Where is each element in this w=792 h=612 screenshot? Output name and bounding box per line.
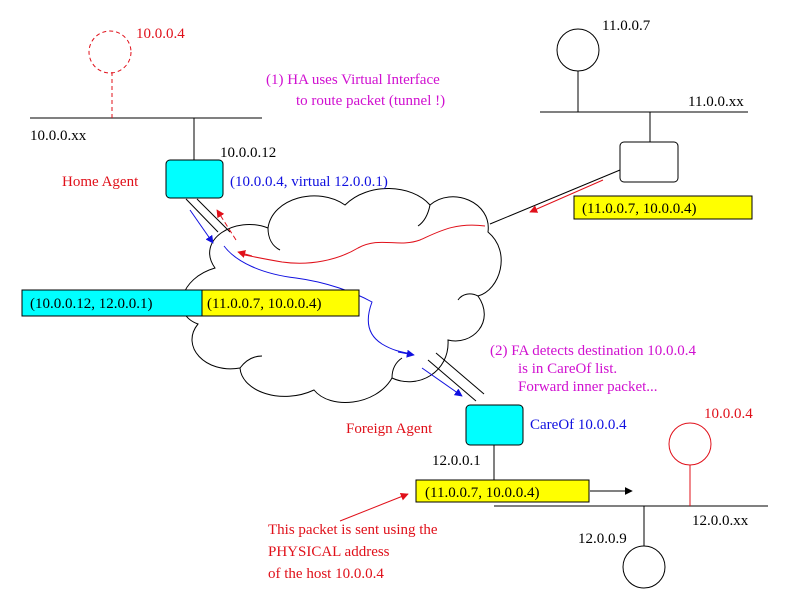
inner-packet-box [201,289,360,317]
home-net-label: 10.0.0.xx [30,128,87,144]
correspondent-router [619,141,679,183]
cloud-inner-curve [239,204,479,379]
mobile-visit-addr-label: 10.0.0.4 [704,406,753,422]
blue-tunnel-arrow [397,349,415,358]
forwarded-packet-label: (11.0.0.7, 10.0.0.4) [425,485,539,501]
ha-name-label: Home Agent [62,174,139,190]
internet-cloud [181,188,502,403]
cloud-fa-line-a [427,359,477,402]
packet-original-label: (11.0.0.7, 10.0.0.4) [582,201,696,217]
note2-line1: (2) FA detects destination 10.0.0.4 [490,343,696,359]
note3-line1: This packet is sent using the [268,522,438,538]
fa-careof-label: CareOf 10.0.0.4 [530,417,627,433]
red-route-arrow [237,250,253,258]
arrow-to-fa-blue [421,367,463,397]
forwarded-packet-box [415,479,590,503]
mobile-host-visiting [668,422,712,466]
foreign-agent-box [465,404,524,446]
corr-net-label: 11.0.0.xx [688,94,744,110]
outer-header-box [21,289,203,317]
fa-name-label: Foreign Agent [346,421,433,437]
router-to-cloud-line [489,169,621,225]
ha-cloud-line-a [185,198,219,233]
fa-addr-label: 12.0.0.1 [432,453,481,469]
ha-cloud-line-b [196,198,231,233]
foreign-net-label: 12.0.0.xx [692,513,749,529]
home-agent-box [165,159,224,199]
ha-addr-label: 10.0.0.12 [220,145,276,161]
mobile-home-addr-label: 10.0.0.4 [136,26,185,42]
note3-arrow [339,492,409,522]
other-host-addr-label: 12.0.0.9 [578,531,627,547]
arrow-ha-in-red [216,209,237,241]
other-host [622,545,666,589]
corr-host-addr-label: 11.0.0.7 [602,18,651,34]
note3-line2: PHYSICAL address [268,544,390,560]
arrow-ha-out-blue [189,209,214,244]
note2-line2: is in CareOf list. [518,361,617,377]
arrow-router-red [529,179,604,213]
packet-original-box [573,195,753,220]
mobile-host-home-ghost [88,30,132,74]
correspondent-host [556,28,600,72]
ha-virtual-label: (10.0.0.4, virtual 12.0.0.1) [230,174,388,190]
red-route-path [239,224,486,264]
inner-packet-label: (11.0.0.7, 10.0.0.4) [207,296,321,312]
cloud-fa-line-b [435,352,485,395]
note1-line1: (1) HA uses Virtual Interface [266,72,440,88]
note2-line3: Forward inner packet... [518,379,658,395]
note1-line2: to route packet (tunnel !) [296,93,445,109]
blue-tunnel-path [223,245,413,355]
outer-header-label: (10.0.0.12, 12.0.0.1) [30,296,153,312]
note3-line3: of the host 10.0.0.4 [268,566,384,582]
